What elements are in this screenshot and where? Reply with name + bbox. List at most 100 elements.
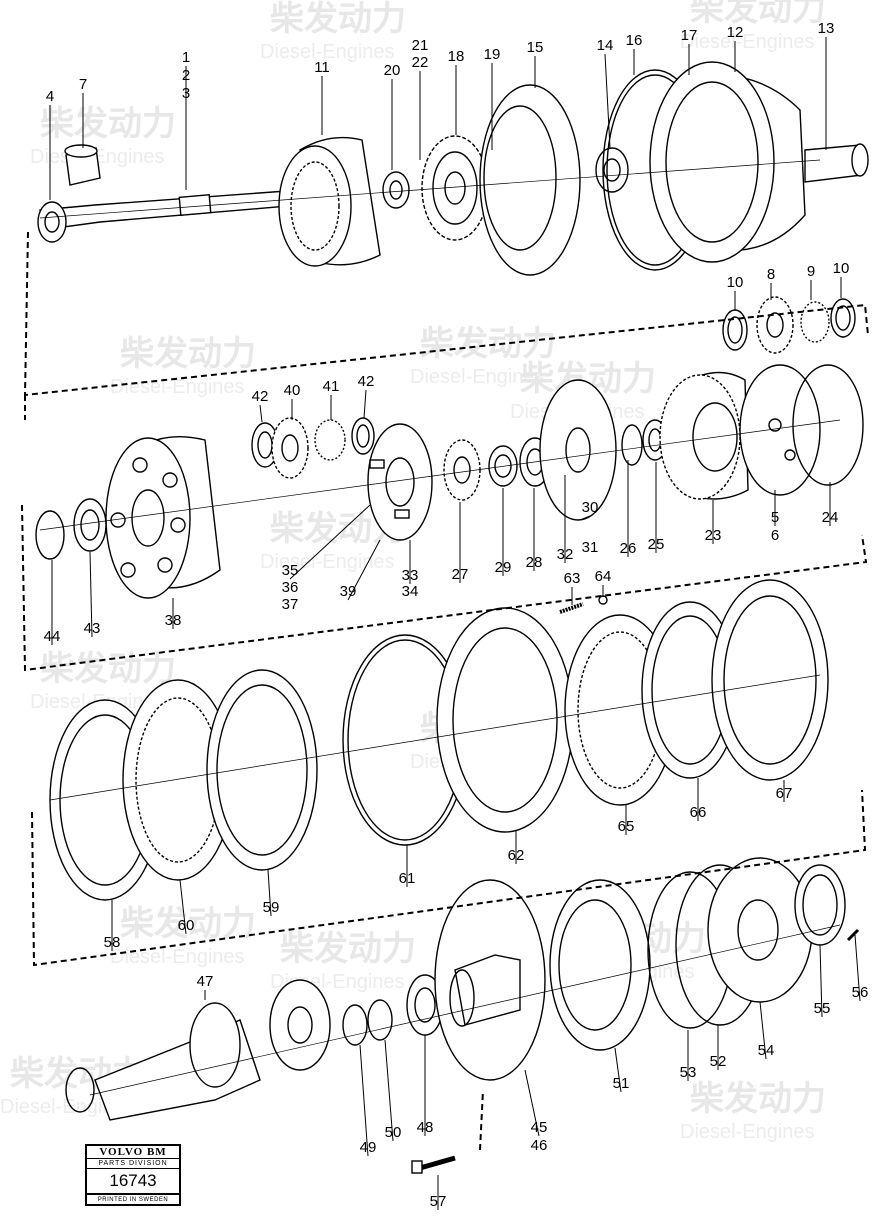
- leader-line-45: [524, 1069, 540, 1137]
- watermark-en-11: Diesel-Engines: [680, 1121, 815, 1143]
- callout-1: 1: [182, 49, 190, 66]
- bolt-57: [411, 1155, 456, 1174]
- callout-32: 32: [557, 546, 574, 563]
- callout-7: 7: [79, 76, 87, 93]
- callout-18: 18: [448, 48, 465, 65]
- leader-line-56: [854, 934, 861, 1002]
- spring-plate-54: [707, 857, 813, 1003]
- piston-62: [436, 607, 574, 833]
- callout-23: 23: [705, 527, 722, 544]
- watermark-en-2: Diesel-Engines: [110, 376, 245, 398]
- callout-6: 6: [771, 527, 779, 544]
- carrier-plate-33: [367, 423, 433, 541]
- callout-33: 33: [402, 567, 419, 584]
- callout-12: 12: [727, 24, 744, 41]
- leader-line-51: [614, 1047, 622, 1093]
- callout-36: 36: [282, 579, 299, 596]
- callout-13: 13: [818, 20, 835, 37]
- callout-41: 41: [323, 378, 340, 395]
- clutch-disc-59: [206, 669, 318, 871]
- assembly-outline: [21, 231, 869, 1151]
- callout-2: 2: [182, 67, 190, 84]
- callout-62: 62: [508, 847, 525, 864]
- shaft-47: [94, 979, 331, 1121]
- callout-44: 44: [44, 628, 61, 645]
- watermark-en-7: Diesel-Engines: [110, 946, 245, 968]
- callout-40: 40: [284, 382, 301, 399]
- callout-34: 34: [402, 583, 419, 600]
- callout-61: 61: [399, 870, 416, 887]
- callout-63: 63: [564, 570, 581, 587]
- cover-45: [434, 879, 546, 1081]
- drum-23: [659, 371, 749, 500]
- callout-19: 19: [484, 46, 501, 63]
- callout-3: 3: [182, 85, 190, 102]
- clutch-disc-67: [711, 579, 829, 781]
- callout-11: 11: [314, 59, 330, 76]
- bushing-7: [64, 144, 101, 186]
- disc-30: [539, 379, 617, 521]
- leader-line-42: [363, 389, 367, 419]
- leader-line-35: [289, 504, 371, 580]
- callout-39: 39: [340, 583, 357, 600]
- watermark-cn-12: 柴发动力: [690, 0, 826, 29]
- callout-42: 42: [358, 373, 375, 390]
- ring-gear-11: [278, 136, 381, 267]
- leader-line-50: [384, 1039, 394, 1142]
- washer-10-right: [830, 298, 856, 338]
- gear-27: [443, 439, 481, 501]
- watermark-en-3: Diesel-Engines: [410, 366, 545, 388]
- ring-50: [367, 999, 393, 1041]
- snap-ring-24: [792, 364, 864, 486]
- callout-30: 30: [582, 499, 599, 516]
- callout-56: 56: [852, 984, 869, 1001]
- callout-35: 35: [282, 562, 299, 579]
- planet-carrier-38: [105, 435, 221, 599]
- watermark-cn-8: 柴发动力: [280, 929, 416, 969]
- badge-brand: VOLVO BM: [87, 1146, 179, 1159]
- ring-26: [621, 424, 643, 466]
- callout-46: 46: [531, 1137, 548, 1154]
- axis-lines: [39, 159, 841, 1096]
- watermark-en-0: Diesel-Engines: [260, 41, 395, 63]
- snap-ring-49: [342, 1004, 368, 1046]
- callout-48: 48: [417, 1119, 434, 1136]
- callout-15: 15: [527, 39, 544, 56]
- callout-29: 29: [495, 559, 512, 576]
- gear-8: [756, 296, 794, 354]
- callout-64: 64: [595, 568, 612, 585]
- gear-40: [271, 417, 309, 479]
- callout-49: 49: [360, 1139, 377, 1156]
- callout-21: 21: [412, 37, 429, 54]
- piston-51: [549, 879, 651, 1051]
- callout-10: 10: [833, 260, 850, 277]
- leader-line-30: [579, 515, 591, 521]
- callout-27: 27: [452, 566, 469, 583]
- callout-5: 5: [771, 509, 779, 526]
- watermark-cn-3: 柴发动力: [420, 324, 556, 364]
- callout-37: 37: [282, 596, 299, 613]
- callout-17: 17: [681, 27, 698, 44]
- watermark-en-10: Diesel-Engines: [0, 1096, 135, 1118]
- callout-9: 9: [807, 263, 815, 280]
- callout-57: 57: [430, 1193, 447, 1210]
- shaft-13: [804, 143, 869, 183]
- callout-22: 22: [412, 54, 429, 71]
- callout-67: 67: [776, 785, 793, 802]
- callout-53: 53: [680, 1064, 697, 1081]
- callout-43: 43: [84, 620, 101, 637]
- callout-59: 59: [263, 899, 280, 916]
- snap-ring-44: [35, 510, 65, 560]
- callout-16: 16: [626, 32, 643, 49]
- leader-line-42: [259, 404, 263, 423]
- callout-25: 25: [648, 536, 665, 553]
- watermark-cn-11: 柴发动力: [690, 1079, 826, 1119]
- callout-38: 38: [165, 612, 182, 629]
- spring-63: [559, 602, 584, 614]
- leader-line-49: [359, 1044, 369, 1157]
- callout-66: 66: [690, 804, 707, 821]
- callout-52: 52: [710, 1053, 727, 1070]
- callout-26: 26: [620, 540, 637, 557]
